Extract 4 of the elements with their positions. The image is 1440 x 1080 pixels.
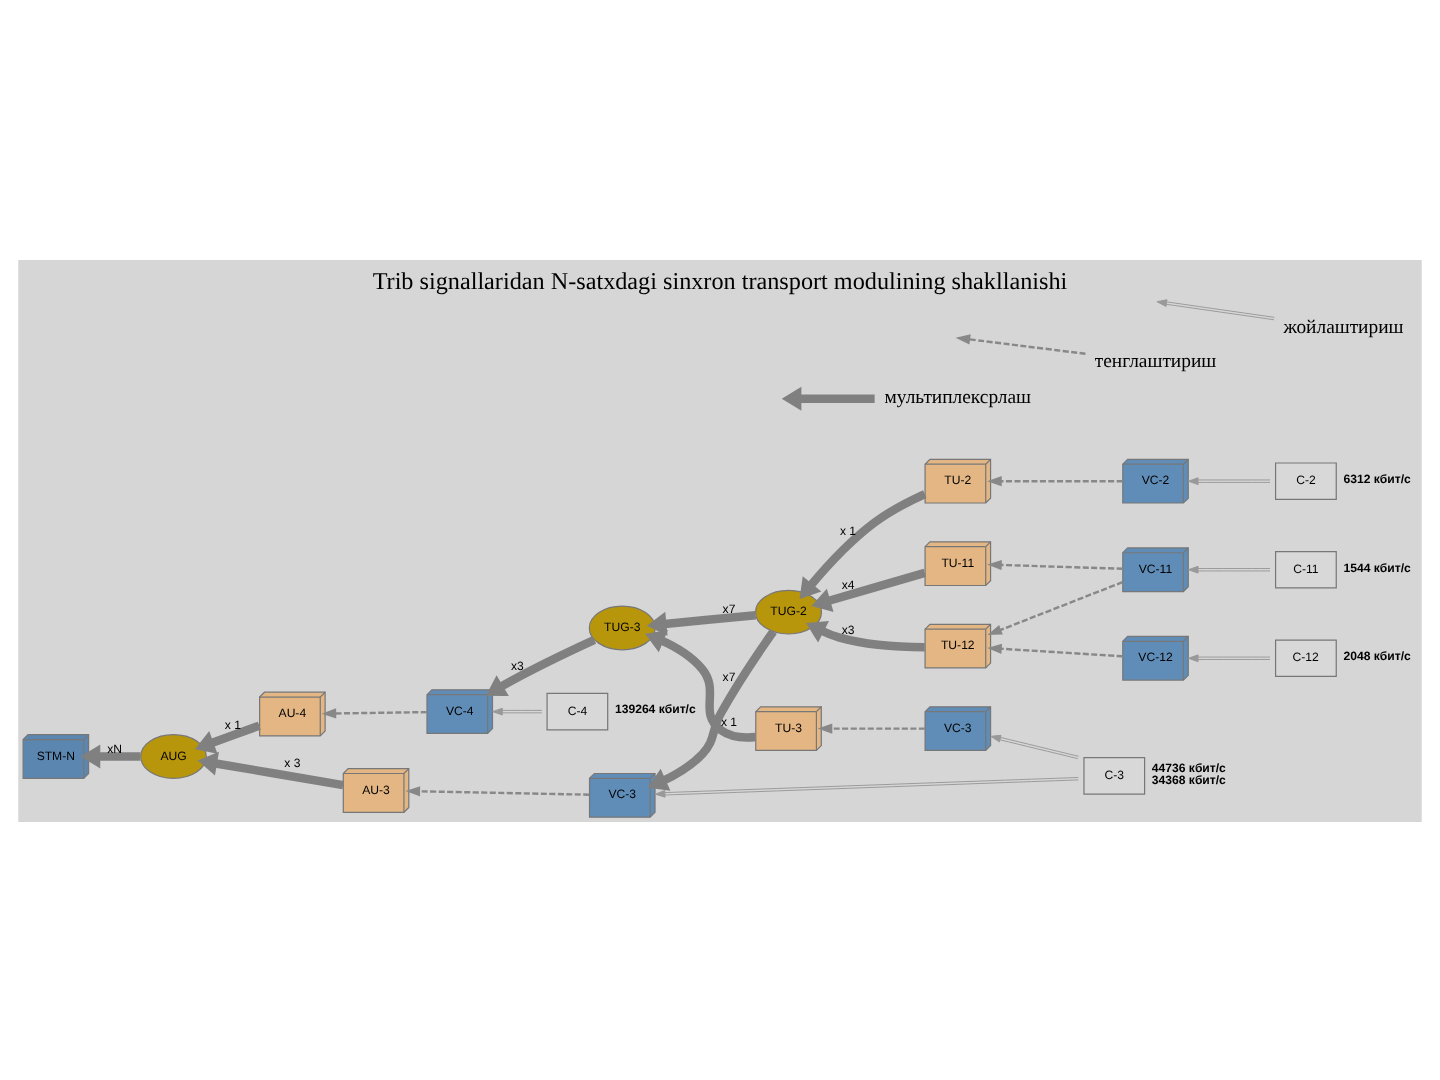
legend-label: мультиплексрлаш	[884, 386, 1032, 409]
legend-label: тенглаштириш	[1094, 349, 1217, 372]
diagram-title: Trib signallaridan N-satxdagi sinxron transport modulining shakllanishi	[372, 266, 1068, 295]
legend-label: жойлаштириш	[1283, 315, 1404, 338]
